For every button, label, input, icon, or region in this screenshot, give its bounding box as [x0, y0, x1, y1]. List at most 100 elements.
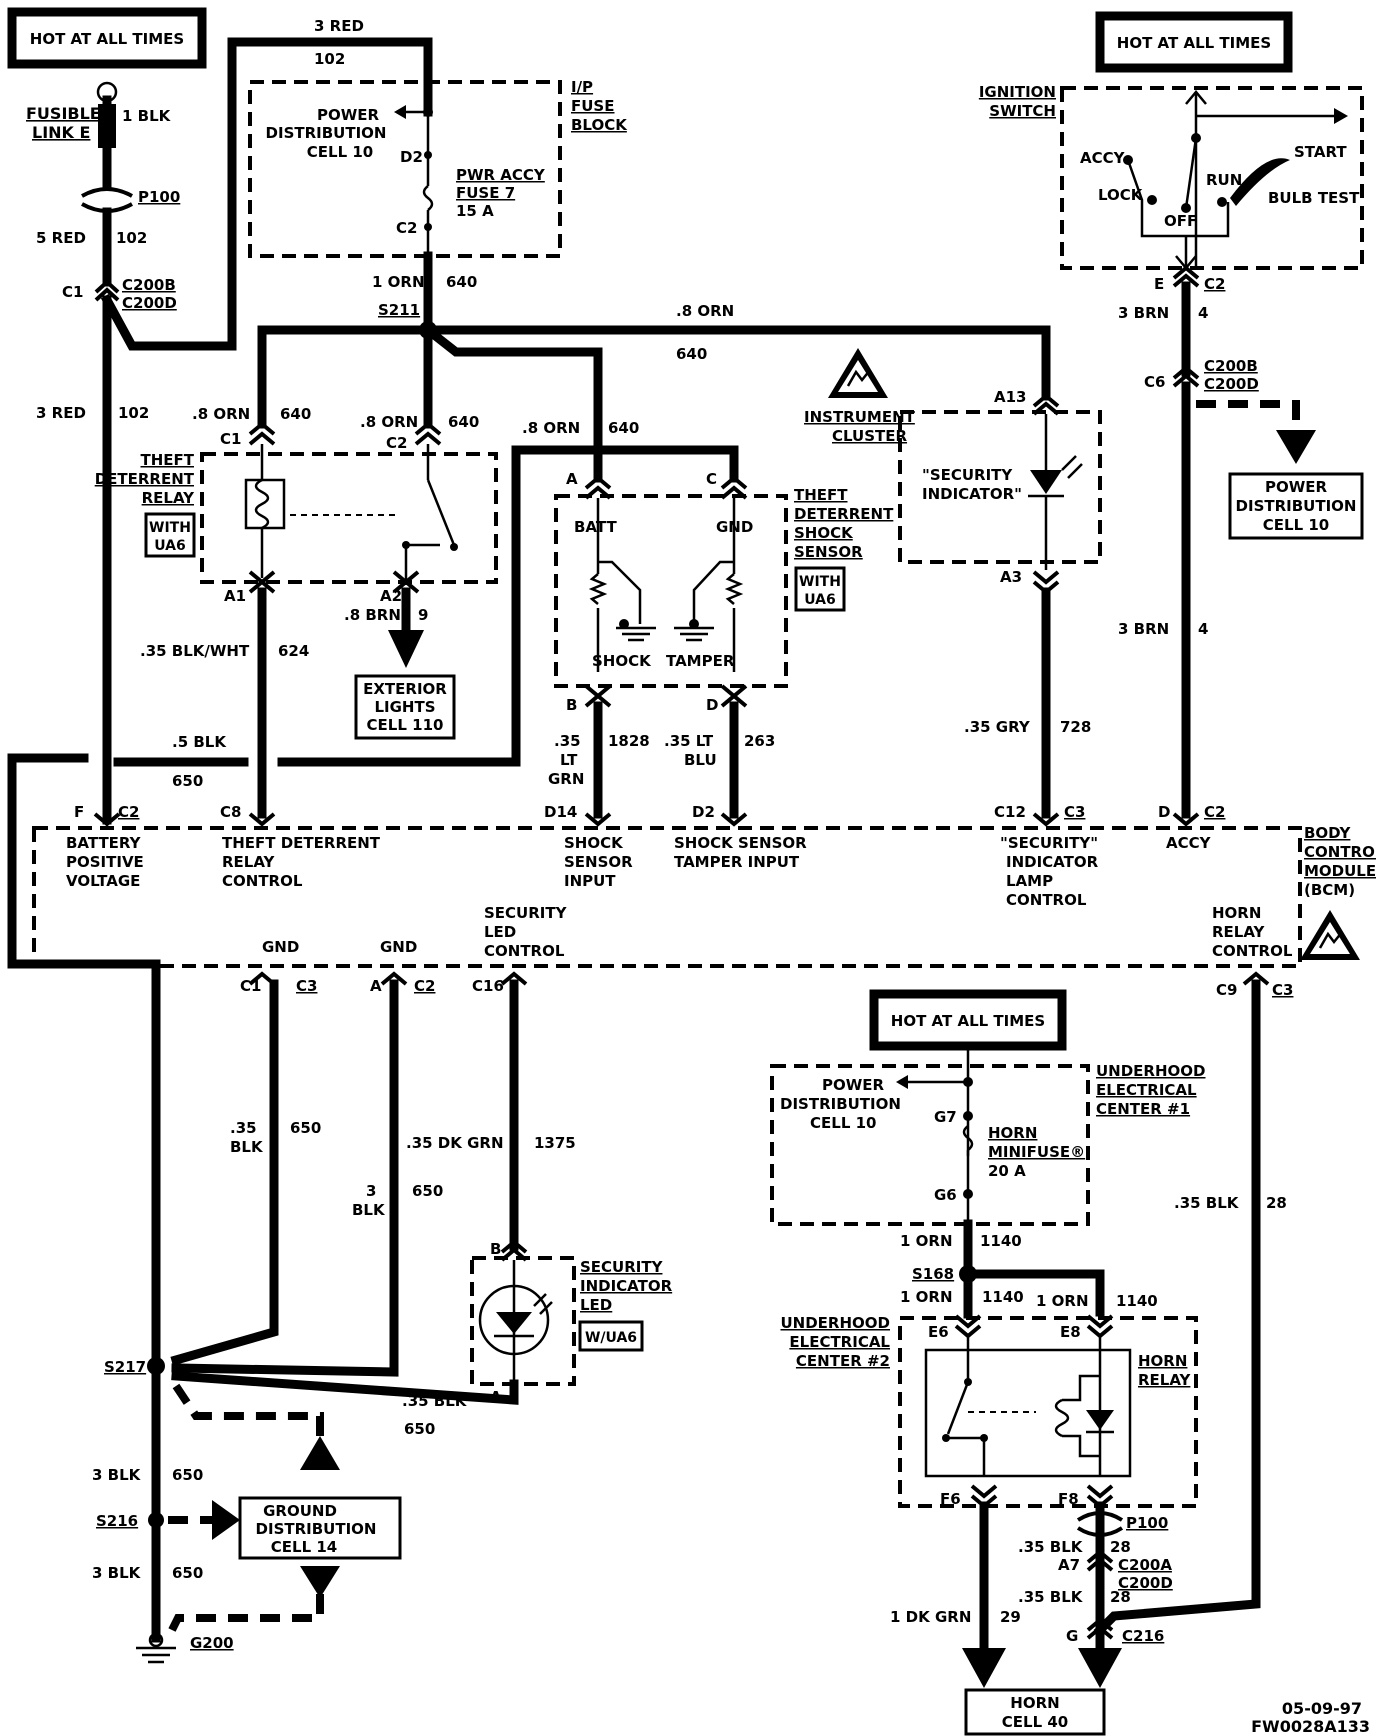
blk035-a-2: BLK — [230, 1138, 264, 1156]
relay-switch-icon — [426, 479, 456, 546]
blk-wht-label: .35 BLK/WHT — [140, 642, 250, 660]
theft-deterrent-shock-sensor: A C B D BATT GND SHOCK TAMPER THEFT DETE… — [548, 470, 894, 819]
cluster-a13-label: A13 — [994, 388, 1026, 406]
f8-label: F8 — [1058, 1490, 1079, 1508]
blk035-p100-label: .35 BLK — [1018, 1538, 1084, 1556]
p100-r-icon — [1076, 1511, 1124, 1522]
bcm-gnd2-label: GND — [380, 938, 417, 956]
bcm-security-2: INDICATOR — [1006, 853, 1099, 871]
horn-cell-box: HORN CELL 40 — [964, 1688, 1106, 1736]
ground-circuit: .35 BLK 650 3 BLK 650 .35 DK GRN 1375 .3… — [92, 979, 576, 1664]
relay-a1-label: A1 — [224, 587, 246, 605]
relay-with-ua6-2: UA6 — [154, 538, 186, 554]
blk035-c200-label: .35 BLK — [1018, 1588, 1084, 1606]
sensor-a-label: A — [566, 470, 578, 488]
c200-connector-icon — [94, 279, 120, 294]
gry-circuit: 728 — [1060, 718, 1091, 736]
ignition-switch: IGNITION SWITCH ACCY LOCK OFF RUN START … — [979, 83, 1364, 819]
theft-deterrent-relay: C1 C2 A1 A2 THEFT DETERRENT RELAY WITH U… — [95, 421, 498, 819]
shock-sensor-2: DETERRENT — [794, 505, 894, 523]
bcm-label-2: CONTROL — [1304, 843, 1376, 861]
dk-grn-035-label: .35 DK GRN — [406, 1134, 504, 1152]
horn-feed-wires: 1 ORN 1140 S168 1 ORN 1140 1 ORN 1140 — [900, 1219, 1158, 1319]
bcm-label-1: BODY — [1304, 824, 1352, 842]
bcm-tamper-1: SHOCK SENSOR — [674, 834, 807, 852]
red3-circuit: 102 — [314, 50, 345, 68]
power-dist-right-2: DISTRIBUTION — [1236, 497, 1357, 515]
fusible-link-name-2: LINK E — [32, 123, 90, 142]
c200a-label: C200A — [1118, 1556, 1172, 1574]
lt-blu-1: .35 LT — [664, 732, 714, 750]
blk035-c200-circuit: 28 — [1110, 1588, 1131, 1606]
blk3-s216-top-circuit: 650 — [172, 1466, 203, 1484]
ign-run-label: RUN — [1206, 171, 1242, 189]
bcm-shock-1: SHOCK — [564, 834, 624, 852]
s216-label: S216 — [96, 1512, 138, 1530]
orn-horn-b-label: 1 ORN — [900, 1288, 953, 1306]
bcm-shock-2: SENSOR — [564, 853, 633, 871]
shock-sensor-4: SENSOR — [794, 543, 863, 561]
ground-dist-2: DISTRIBUTION — [256, 1520, 377, 1538]
horn-relay: UNDERHOOD ELECTRICAL CENTER #2 E6 E8 F6 … — [781, 1314, 1198, 1509]
horn-blk-label: .35 BLK — [1174, 1194, 1240, 1212]
exterior-lights-2: LIGHTS — [374, 698, 435, 716]
hot-box-left-label: HOT AT ALL TIMES — [30, 30, 184, 48]
exterior-lights-box: EXTERIOR LIGHTS CELL 110 — [354, 674, 456, 740]
security-indicator-led-icon — [1030, 470, 1062, 494]
sensor-d-label: D — [706, 696, 718, 714]
horn-blk-circuit: 28 — [1266, 1194, 1287, 1212]
blk3-a-2: BLK — [352, 1201, 386, 1219]
underhood-electrical-center-1: UNDERHOOD ELECTRICAL CENTER #1 POWER DIS… — [770, 1046, 1206, 1226]
horn-minifuse-1: HORN — [988, 1124, 1037, 1142]
ip-fuse-block-label-3: BLOCK — [571, 116, 628, 134]
exterior-lights-3: CELL 110 — [367, 716, 444, 734]
uec2-2: ELECTRICAL — [789, 1333, 890, 1351]
horn-relay-1: HORN — [1138, 1352, 1187, 1370]
orn08-c2-circuit: 640 — [448, 413, 479, 431]
ign-start-label: START — [1294, 143, 1347, 161]
security-led-1: SECURITY — [580, 1258, 664, 1276]
bcm-d2-label: D2 — [692, 803, 715, 821]
bcm-horn-3: CONTROL — [1212, 942, 1293, 960]
bcm-security-4: CONTROL — [1006, 891, 1087, 909]
bcm-security-3: LAMP — [1006, 872, 1053, 890]
fusible-link-name-1: FUSIBLE — [26, 104, 101, 123]
security-indicator-1: "SECURITY — [922, 466, 1013, 484]
c200d-b-label: C200D — [1118, 1574, 1173, 1592]
e6-label: E6 — [928, 1323, 949, 1341]
orn08-top-circuit: 640 — [676, 345, 707, 363]
red3-label: 3 RED — [314, 17, 364, 35]
shock-sensor-3: SHOCK — [794, 524, 854, 542]
bcm-label-4: (BCM) — [1304, 881, 1355, 899]
bcm-security-led-2: LED — [484, 923, 516, 941]
footer-code: FW0028A133 — [1251, 1717, 1370, 1736]
theft-relay-1: THEFT — [140, 451, 194, 469]
tamper-resistor-icon — [724, 573, 744, 605]
blk05-label: .5 BLK — [172, 733, 227, 751]
sensor-with-ua6-1: WITH — [799, 574, 841, 590]
bcm-tamper-2: TAMPER INPUT — [674, 853, 800, 871]
horn-relay-diode-icon — [1086, 1410, 1114, 1430]
lt-grn-3: GRN — [548, 770, 584, 788]
security-indicator-led: B A SECURITY INDICATOR LED W/UA6 — [470, 1239, 673, 1406]
a7-label: A7 — [1058, 1556, 1080, 1574]
sensor-c-label: C — [706, 470, 717, 488]
c1-c200-label: C1 — [62, 283, 83, 301]
sensor-with-ua6-2: UA6 — [804, 592, 836, 608]
dk-grn-1-circuit: 29 — [1000, 1608, 1021, 1626]
blk3-s216-bot-circuit: 650 — [172, 1564, 203, 1582]
p100-connector-icon — [81, 187, 133, 198]
orn-horn-b-circuit: 1140 — [982, 1288, 1024, 1306]
ignition-switch-1: IGNITION — [979, 83, 1056, 101]
security-led-2: INDICATOR — [580, 1277, 673, 1295]
security-led-icon — [496, 1312, 532, 1334]
bcm-d14-label: D14 — [544, 803, 577, 821]
sensor-tamper-label: TAMPER — [666, 652, 735, 670]
lt-grn-1: .35 — [554, 732, 581, 750]
pwr-accy-fuse-2: FUSE 7 — [456, 184, 515, 202]
bcm-a-c2-label: C2 — [414, 977, 435, 995]
blk035-led-label: .35 BLK — [402, 1392, 468, 1410]
bcm-security-led-3: CONTROL — [484, 942, 565, 960]
g-c216-label: G — [1066, 1627, 1078, 1645]
